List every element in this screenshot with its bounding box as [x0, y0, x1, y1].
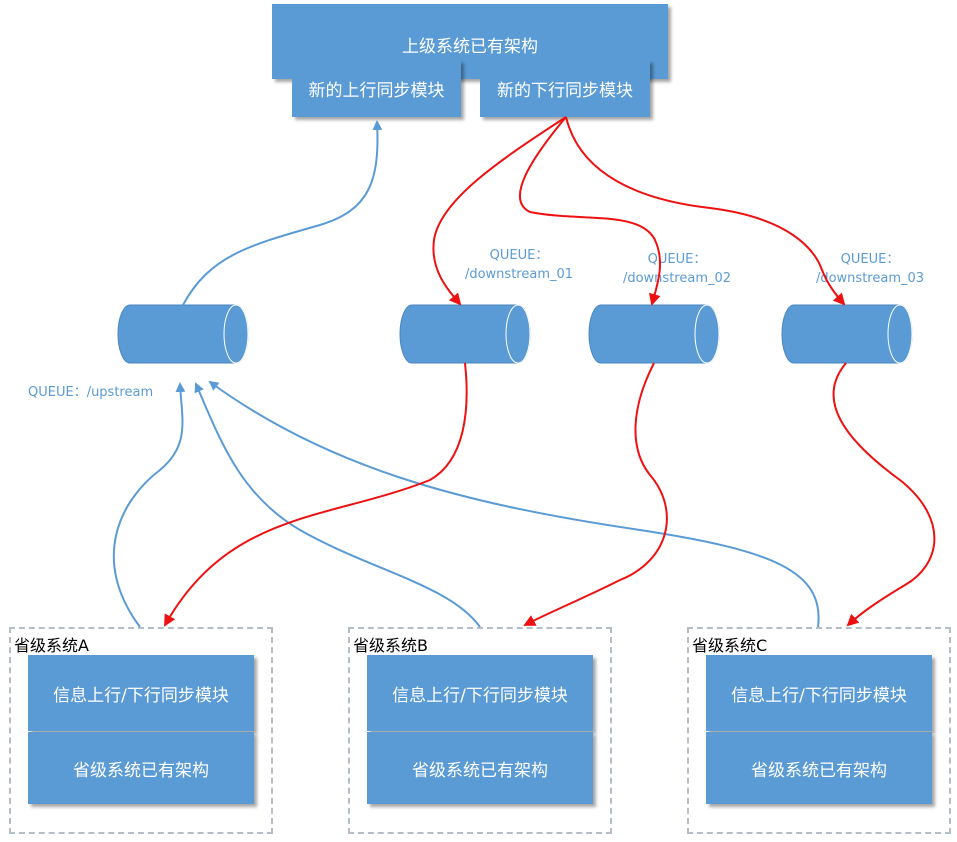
province-b-title: 省级系统B: [353, 636, 428, 655]
province-c-sync-module: 信息上行/下行同步模块: [706, 655, 932, 731]
downstream-02-queue-cylinder: [588, 304, 720, 364]
downstream-01-queue-cylinder: [399, 304, 531, 364]
arrow-province-b-to-upstream: [194, 382, 481, 628]
province-c-base-architecture: 省级系统已有架构: [706, 732, 932, 804]
downstream-03-queue-label: QUEUE： /downstream_03: [815, 252, 925, 286]
province-group-c: 省级系统C: [687, 627, 951, 834]
arrow-upstream-queue-to-top: [182, 120, 383, 306]
province-c-title: 省级系统C: [692, 636, 768, 655]
top-system-title: 上级系统已有架构: [402, 37, 538, 57]
arrow-downstream-module-to-queue-03: [565, 116, 846, 306]
downstream-sync-module-label: 新的下行同步模块: [497, 81, 633, 101]
upstream-queue-label: QUEUE：/upstream: [28, 385, 154, 400]
province-a-base-architecture: 省级系统已有架构: [28, 732, 254, 804]
downstream-sync-module: 新的下行同步模块: [480, 60, 650, 117]
arrow-downstream-module-to-queue-02: [519, 116, 661, 306]
province-b-base-architecture: 省级系统已有架构: [367, 732, 593, 804]
arrow-queue-03-to-province-c: [832, 362, 936, 627]
upstream-sync-module: 新的上行同步模块: [292, 60, 461, 117]
arrow-province-c-to-upstream: [208, 380, 820, 628]
province-b-sync-module: 信息上行/下行同步模块: [367, 655, 593, 731]
province-a-title: 省级系统A: [14, 636, 89, 655]
province-a-sync-module: 信息上行/下行同步模块: [28, 655, 254, 731]
arrow-province-a-to-upstream: [112, 382, 186, 628]
arrow-queue-02-to-province-b: [523, 362, 668, 626]
arrow-queue-01-to-province-a: [164, 362, 468, 627]
downstream-02-queue-label: QUEUE： /downstream_02: [622, 252, 732, 286]
upstream-sync-module-label: 新的上行同步模块: [308, 81, 445, 101]
province-group-a: 省级系统A: [9, 627, 273, 834]
province-group-b: 省级系统B: [348, 627, 612, 834]
arrow-downstream-module-to-queue-01: [432, 116, 567, 306]
downstream-01-queue-label: QUEUE： /downstream_01: [464, 248, 574, 282]
upstream-queue-cylinder: [117, 304, 249, 364]
downstream-03-queue-cylinder: [781, 304, 913, 364]
